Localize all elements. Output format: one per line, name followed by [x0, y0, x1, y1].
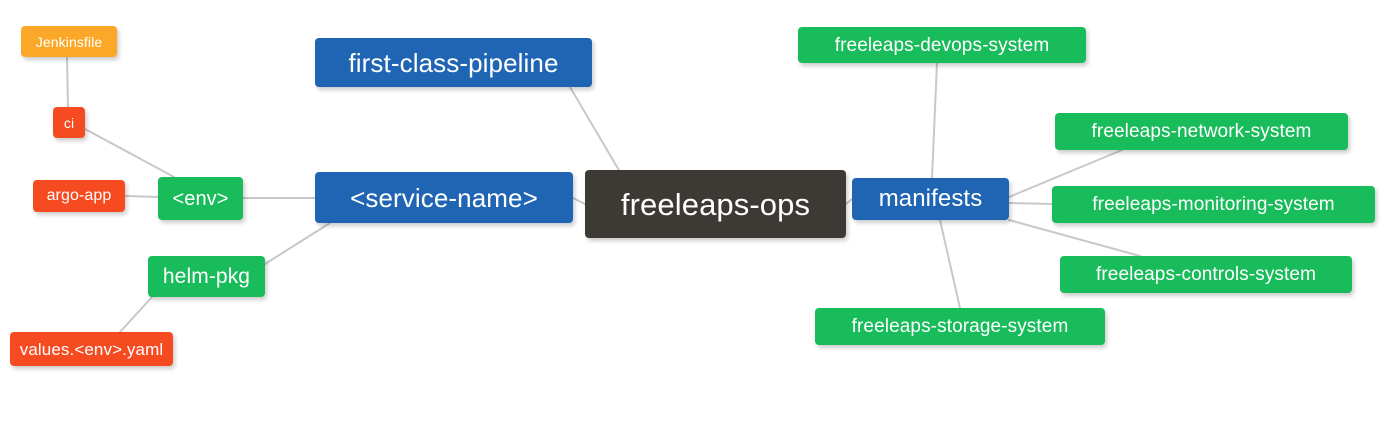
mindmap-node-label-env: <env> [172, 187, 229, 210]
mindmap-node-label-helm: helm-pkg [162, 265, 251, 288]
edge-env-to-argo [124, 195, 159, 198]
mindmap-node-root[interactable]: freeleaps-ops [585, 170, 846, 238]
mindmap-node-argo[interactable]: argo-app [33, 180, 125, 212]
mindmap-node-label-values: values.<env>.yaml [19, 339, 164, 359]
edge-manifests-to-controls [1008, 219, 1141, 257]
mindmap-node-label-controls: freeleaps-controls-system [1095, 264, 1317, 285]
mindmap-node-storage[interactable]: freeleaps-storage-system [815, 308, 1105, 345]
edge-service-to-helm [264, 222, 331, 265]
mindmap-node-manifests[interactable]: manifests [852, 178, 1009, 220]
mindmap-node-network[interactable]: freeleaps-network-system [1055, 113, 1348, 150]
mindmap-node-helm[interactable]: helm-pkg [148, 256, 265, 297]
mindmap-node-label-network: freeleaps-network-system [1091, 121, 1312, 142]
mindmap-node-label-service: <service-name> [350, 182, 538, 213]
mindmap-node-label-pipeline: first-class-pipeline [348, 47, 559, 78]
edge-helm-to-values [119, 296, 153, 333]
mindmap-node-label-devops: freeleaps-devops-system [834, 34, 1050, 56]
mindmap-node-jenkins[interactable]: Jenkinsfile [21, 26, 117, 57]
mindmap-node-label-root: freeleaps-ops [620, 186, 811, 222]
mindmap-node-label-ci: ci [63, 114, 75, 131]
mindmap-node-label-jenkins: Jenkinsfile [35, 33, 103, 50]
mindmap-node-label-monitoring: freeleaps-monitoring-system [1092, 194, 1335, 215]
mindmap-node-values[interactable]: values.<env>.yaml [10, 332, 173, 366]
edge-manifests-to-storage [939, 219, 961, 309]
mindmap-node-devops[interactable]: freeleaps-devops-system [798, 27, 1086, 63]
edge-env-to-ci [84, 128, 175, 178]
mindmap-node-controls[interactable]: freeleaps-controls-system [1060, 256, 1352, 293]
mindmap-node-monitoring[interactable]: freeleaps-monitoring-system [1052, 186, 1375, 223]
mindmap-node-env[interactable]: <env> [158, 177, 243, 220]
edge-root-to-service [572, 197, 586, 205]
edge-root-to-pipeline [569, 86, 621, 173]
mindmap-node-label-argo: argo-app [46, 187, 112, 204]
mindmap-node-pipeline[interactable]: first-class-pipeline [315, 38, 592, 87]
edge-manifests-to-devops [931, 62, 938, 179]
mindmap-node-label-manifests: manifests [878, 185, 983, 212]
mindmap-node-service[interactable]: <service-name> [315, 172, 573, 223]
mindmap-node-label-storage: freeleaps-storage-system [851, 316, 1069, 337]
edge-ci-to-jenkins [66, 56, 69, 108]
mindmap-node-ci[interactable]: ci [53, 107, 85, 138]
edge-manifests-to-monitoring [1008, 202, 1053, 205]
